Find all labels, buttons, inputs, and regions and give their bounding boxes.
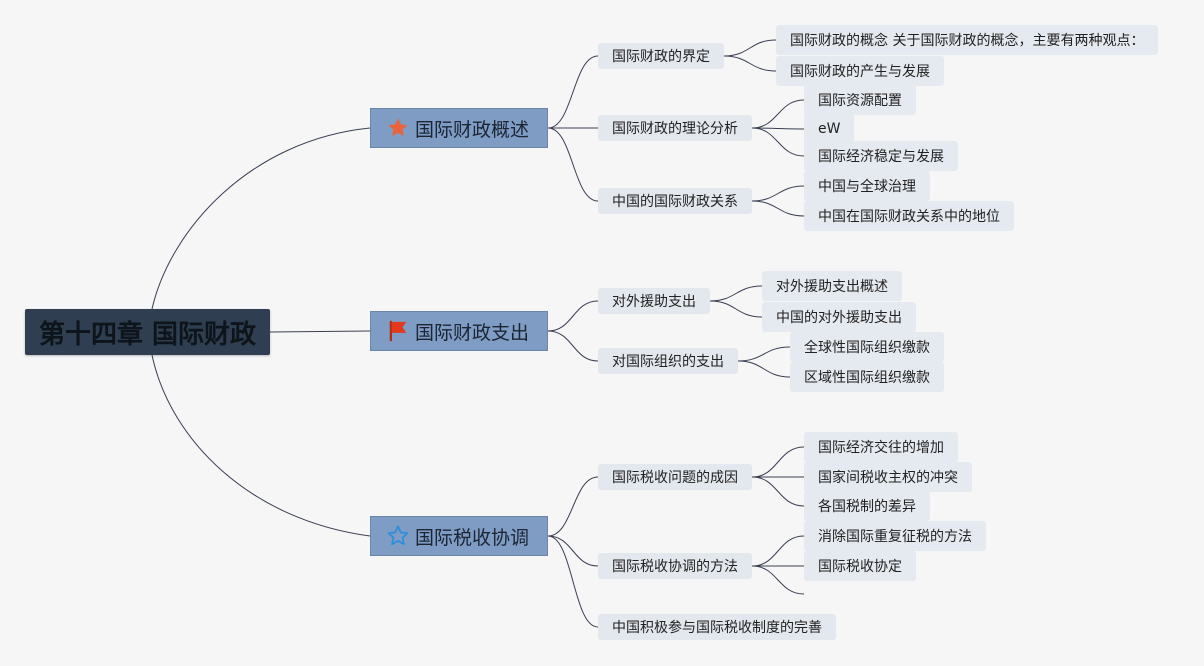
- leaf-topic[interactable]: 国际资源配置: [804, 85, 916, 115]
- subtopic[interactable]: 国际税收问题的成因: [598, 464, 752, 490]
- topic-label: 国际税收协调: [415, 526, 530, 549]
- leaf-topic[interactable]: 中国与全球治理: [804, 171, 930, 201]
- leaf-topic[interactable]: 国际税收协定: [804, 551, 916, 581]
- star-icon: [388, 118, 408, 137]
- connector-line: [751, 200, 805, 217]
- leaf-topic[interactable]: 消除国际重复征税的方法: [804, 521, 986, 551]
- leaf-topic[interactable]: 国家间税收主权的冲突: [804, 462, 972, 492]
- connector-line: [151, 354, 371, 537]
- flag-icon: [389, 320, 407, 342]
- leaf-topic[interactable]: 对外援助支出概述: [762, 271, 902, 301]
- subtopic[interactable]: 中国的国际财政关系: [598, 188, 752, 214]
- connector-line: [547, 535, 599, 628]
- connector-line: [751, 185, 805, 202]
- leaf-topic[interactable]: 中国的对外援助支出: [762, 302, 916, 332]
- connector-line: [547, 127, 599, 202]
- subtopic[interactable]: 国际财政的理论分析: [598, 115, 752, 141]
- leaf-topic[interactable]: 中国在国际财政关系中的地位: [804, 201, 1014, 231]
- connector-line: [723, 55, 777, 72]
- connector-line: [547, 476, 599, 537]
- subtopic[interactable]: 对国际组织的支出: [598, 348, 738, 374]
- subtopic[interactable]: 对外援助支出: [598, 288, 710, 314]
- leaf-topic[interactable]: 国际经济稳定与发展: [804, 141, 958, 171]
- star-outline-icon: [387, 525, 409, 546]
- root-topic[interactable]: 第十四章 国际财政: [25, 309, 270, 355]
- connector-line: [709, 285, 763, 302]
- topic-tax-coordination[interactable]: 国际税收协调: [370, 516, 548, 556]
- leaf-topic[interactable]: 全球性国际组织缴款: [790, 332, 944, 362]
- leaf-topic[interactable]: eW: [804, 114, 855, 144]
- topic-overview[interactable]: 国际财政概述: [370, 108, 548, 148]
- connector-line: [547, 55, 599, 129]
- leaf-topic[interactable]: 各国税制的差异: [804, 491, 930, 521]
- leaf-topic[interactable]: 国际经济交往的增加: [804, 432, 958, 462]
- connector-line: [547, 535, 599, 567]
- subtopic[interactable]: 中国积极参与国际税收制度的完善: [598, 614, 836, 640]
- connector-line: [751, 99, 805, 129]
- connector-line: [751, 565, 805, 595]
- topic-label: 国际财政概述: [415, 118, 530, 141]
- connector-line: [547, 330, 599, 362]
- connector-line: [737, 346, 791, 362]
- connector-line: [269, 330, 371, 333]
- topic-expenditure[interactable]: 国际财政支出: [370, 311, 548, 351]
- connector-line: [709, 300, 763, 318]
- topic-label: 国际财政支出: [415, 321, 530, 344]
- leaf-topic[interactable]: 国际财政的概念 关于国际财政的概念，主要有两种观点：: [776, 25, 1159, 55]
- connector-line: [751, 446, 805, 478]
- connector-line: [547, 300, 599, 332]
- connector-line: [151, 127, 371, 310]
- subtopic[interactable]: 国际税收协调的方法: [598, 553, 752, 579]
- leaf-topic[interactable]: 国际财政的产生与发展: [776, 56, 944, 86]
- connector-line: [737, 360, 791, 378]
- connector-line: [723, 39, 777, 57]
- leaf-topic[interactable]: 区域性国际组织缴款: [790, 362, 944, 392]
- connector-line: [751, 127, 805, 157]
- connector-line: [751, 535, 805, 567]
- connector-line: [751, 476, 805, 507]
- subtopic[interactable]: 国际财政的界定: [598, 43, 724, 69]
